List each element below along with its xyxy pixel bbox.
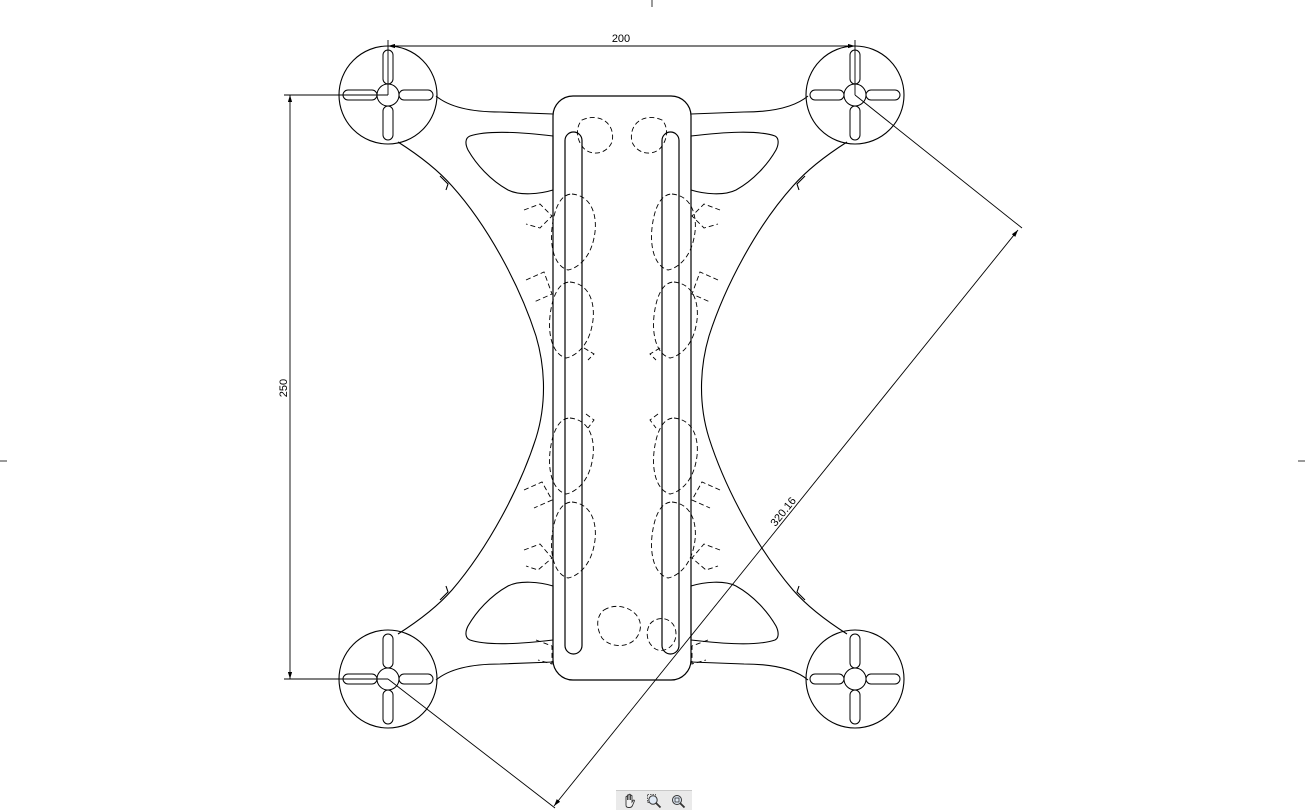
center-plate	[552, 95, 692, 681]
sheet-border-ticks	[0, 0, 1305, 462]
frame-body-outline	[397, 95, 848, 681]
dimension-vertical	[284, 94, 388, 680]
lightening-cutouts	[465, 131, 779, 645]
view-toolbar	[616, 790, 692, 810]
dimension-vertical-value: 250	[278, 379, 290, 397]
pan-hand-icon[interactable]	[620, 792, 640, 810]
dimension-horizontal-value: 200	[612, 33, 630, 45]
dimension-horizontal	[387, 40, 856, 95]
dimension-diagonal-value: 320.16	[768, 495, 798, 529]
dimension-diagonal	[387, 94, 1023, 809]
zoom-window-icon[interactable]	[644, 792, 664, 810]
zoom-extents-icon[interactable]	[668, 792, 688, 810]
motor-mount-bottom-right	[805, 629, 905, 729]
